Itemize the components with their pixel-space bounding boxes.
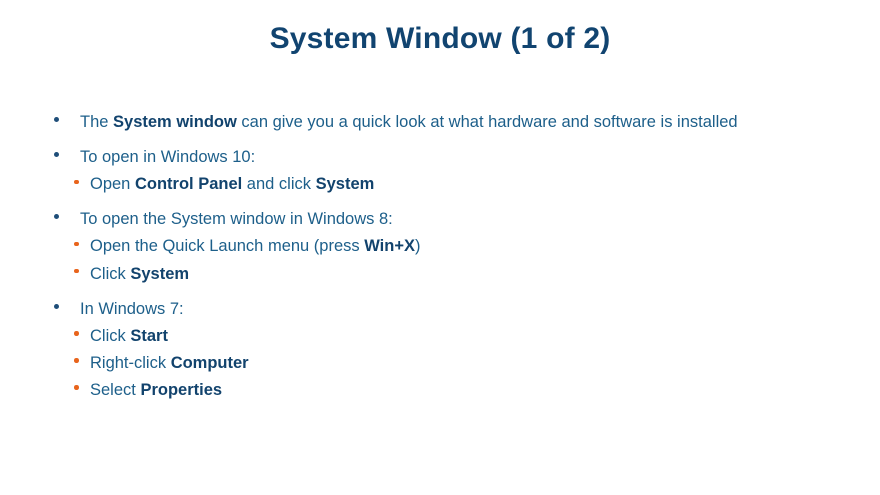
bullet-text: To open the System window in Windows 8: [80,210,393,229]
bullet-level1: To open in Windows 10: [45,147,845,168]
sub-bullet-dot-icon [74,268,79,274]
sub-bullet-text: Click Start [90,326,168,345]
bullet-dot-icon [54,303,59,309]
bullet-level2: Open Control Panel and click System [67,174,845,195]
bullet-level2: Click System [67,264,845,285]
bullet-text: To open in Windows 10: [80,148,256,167]
bullet-dot-icon [54,116,59,122]
sub-bullet-text: Right-click Computer [90,353,249,372]
sub-bullet-text: Open the Quick Launch menu (press Win+X) [90,237,421,256]
sub-bullet-text: Select Properties [90,380,223,399]
bullet-level2: Open the Quick Launch menu (press Win+X) [67,236,845,257]
slide-body-bullet-list: The System window can give you a quick l… [45,112,845,401]
bullet-level1: To open the System window in Windows 8: [45,209,845,230]
slide-title: System Window (1 of 2) [269,22,611,55]
bullet-text: In Windows 7: [80,299,184,318]
bullet-level1: In Windows 7: [45,299,845,320]
sub-bullet-group: Open the Quick Launch menu (press Win+X)… [45,236,845,284]
sub-bullet-group: Click Start Right-click Computer Select … [45,326,845,401]
sub-bullet-dot-icon [74,331,79,336]
sub-bullet-text: Open Control Panel and click System [90,175,375,194]
sub-bullet-text: Click System [90,264,190,283]
bullet-level2: Click Start [67,326,845,347]
bullet-dot-icon [54,214,59,220]
sub-bullet-dot-icon [74,241,79,247]
bullet-level2: Select Properties [67,380,845,401]
bullet-text: The System window can give you a quick l… [80,113,738,131]
bullet-dot-icon [54,152,59,158]
bullet-level2: Right-click Computer [67,353,845,374]
sub-bullet-dot-icon [74,358,79,363]
bullet-level1: The System window can give you a quick l… [45,112,845,133]
sub-bullet-group: Open Control Panel and click System [45,174,845,195]
sub-bullet-dot-icon [74,179,79,185]
sub-bullet-dot-icon [74,385,79,390]
